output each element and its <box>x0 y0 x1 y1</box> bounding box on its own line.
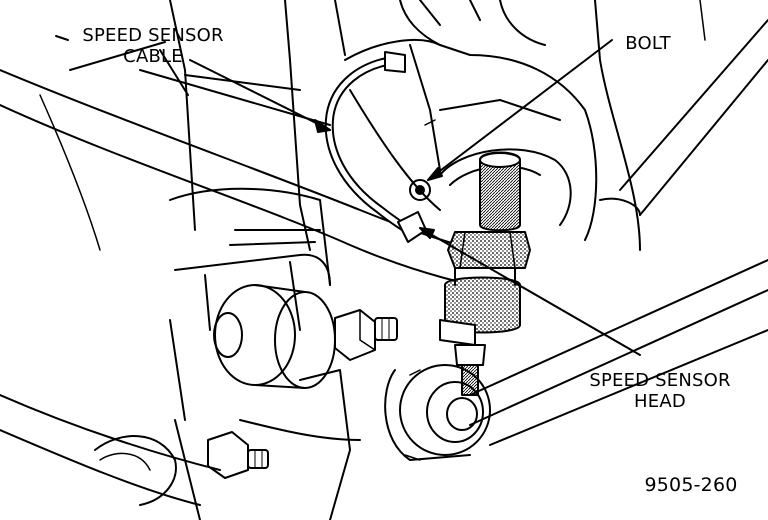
transmission-housing <box>344 0 641 251</box>
left-nut <box>334 309 398 361</box>
head-label-line2: HEAD <box>634 391 686 412</box>
head-leader <box>419 227 641 356</box>
cable-leader-2 <box>139 69 331 126</box>
lower-nut <box>207 431 269 479</box>
head-label-line1: SPEED SENSOR <box>589 370 731 391</box>
cable-label-line2: CABLE <box>123 46 183 67</box>
sway-bar-bushing <box>384 364 491 461</box>
speed-sensor-cable-label: SPEED SENSOR CABLE <box>68 25 238 67</box>
bushing <box>213 284 336 389</box>
speed-sensor-head-label: SPEED SENSOR HEAD <box>575 370 745 412</box>
right-tubes <box>469 0 768 446</box>
lower-arm <box>0 394 221 506</box>
bolt-label-text: BOLT <box>625 33 671 54</box>
lower-housing <box>174 369 361 520</box>
figure-number: 9505-260 <box>636 475 746 496</box>
bolt-leader <box>427 39 613 181</box>
figure-number-text: 9505-260 <box>644 474 738 496</box>
bolt-label: BOLT <box>618 33 678 54</box>
speed-sensor-cable <box>324 51 427 243</box>
speed-sensor-head <box>439 151 531 396</box>
mount-block <box>169 187 331 421</box>
frame-bracket <box>159 0 346 251</box>
leader-lines <box>55 35 641 356</box>
cable-label-line1: SPEED SENSOR <box>82 25 224 46</box>
